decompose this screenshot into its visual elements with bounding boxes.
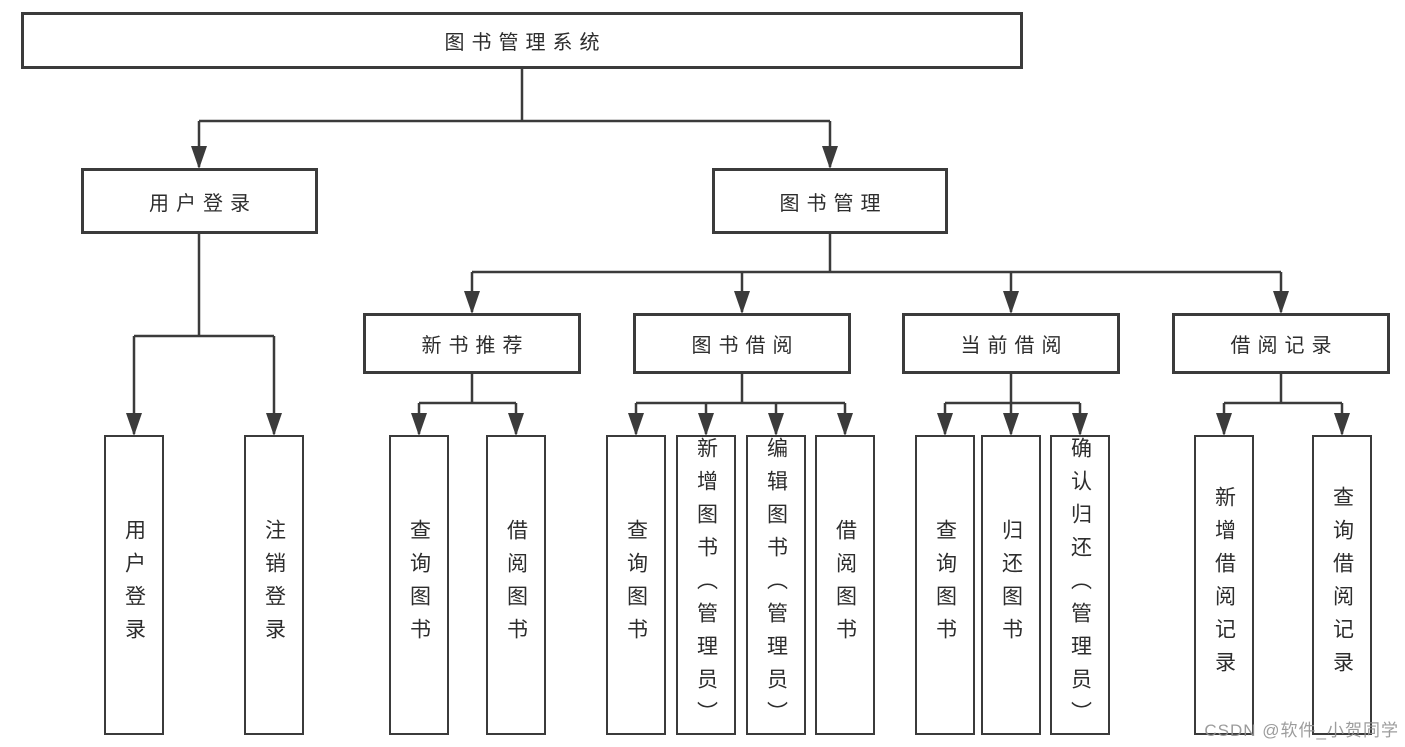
leaf-query-books-borrow: 查询图书 <box>606 435 666 735</box>
leaf-user-login: 用户登录 <box>104 435 164 735</box>
leaf-edit-book-admin-label: 编辑图书（管理员） <box>764 437 788 734</box>
leaf-query-books-current-label: 查询图书 <box>933 519 957 651</box>
node-new-book-recommend: 新书推荐 <box>363 313 581 374</box>
node-current-borrow-label: 当前借阅 <box>960 335 1069 357</box>
leaf-add-borrow-record: 新增借阅记录 <box>1194 435 1254 735</box>
leaf-edit-book-admin: 编辑图书（管理员） <box>746 435 806 735</box>
node-root: 图书管理系统 <box>21 12 1023 69</box>
node-book-borrow: 图书借阅 <box>633 313 851 374</box>
leaf-add-book-admin: 新增图书（管理员） <box>676 435 736 735</box>
leaf-query-books-current: 查询图书 <box>915 435 975 735</box>
node-book-management: 图书管理 <box>712 168 948 234</box>
leaf-borrow-books-recommend: 借阅图书 <box>486 435 546 735</box>
leaf-add-book-admin-label: 新增图书（管理员） <box>694 437 718 734</box>
leaf-borrow-books: 借阅图书 <box>815 435 875 735</box>
watermark: CSDN @软件_小贺同学 <box>1204 721 1399 740</box>
node-current-borrow: 当前借阅 <box>902 313 1120 374</box>
leaf-confirm-return-admin-label: 确认归还（管理员） <box>1068 437 1092 734</box>
node-user-login-label: 用户登录 <box>149 192 257 215</box>
leaf-logout-label: 注销登录 <box>262 519 286 651</box>
node-book-management-label: 图书管理 <box>779 192 888 215</box>
node-new-book-recommend-label: 新书推荐 <box>421 335 530 357</box>
leaf-borrow-books-label: 借阅图书 <box>833 519 857 651</box>
leaf-query-borrow-record: 查询借阅记录 <box>1312 435 1372 735</box>
node-book-borrow-label: 图书借阅 <box>691 335 800 357</box>
node-root-label: 图书管理系统 <box>444 32 607 54</box>
node-borrow-records: 借阅记录 <box>1172 313 1390 374</box>
leaf-add-borrow-record-label: 新增借阅记录 <box>1212 486 1236 684</box>
leaf-query-books-borrow-label: 查询图书 <box>624 519 648 651</box>
leaf-query-books-recommend-label: 查询图书 <box>407 519 431 651</box>
leaf-query-borrow-record-label: 查询借阅记录 <box>1330 486 1354 684</box>
leaf-return-book-label: 归还图书 <box>999 519 1023 651</box>
leaf-user-login-label: 用户登录 <box>122 519 146 651</box>
leaf-borrow-books-recommend-label: 借阅图书 <box>504 519 528 651</box>
leaf-confirm-return-admin: 确认归还（管理员） <box>1050 435 1110 735</box>
node-user-login: 用户登录 <box>81 168 318 234</box>
leaf-return-book: 归还图书 <box>981 435 1041 735</box>
node-borrow-records-label: 借阅记录 <box>1230 335 1339 357</box>
leaf-query-books-recommend: 查询图书 <box>389 435 449 735</box>
leaf-logout: 注销登录 <box>244 435 304 735</box>
